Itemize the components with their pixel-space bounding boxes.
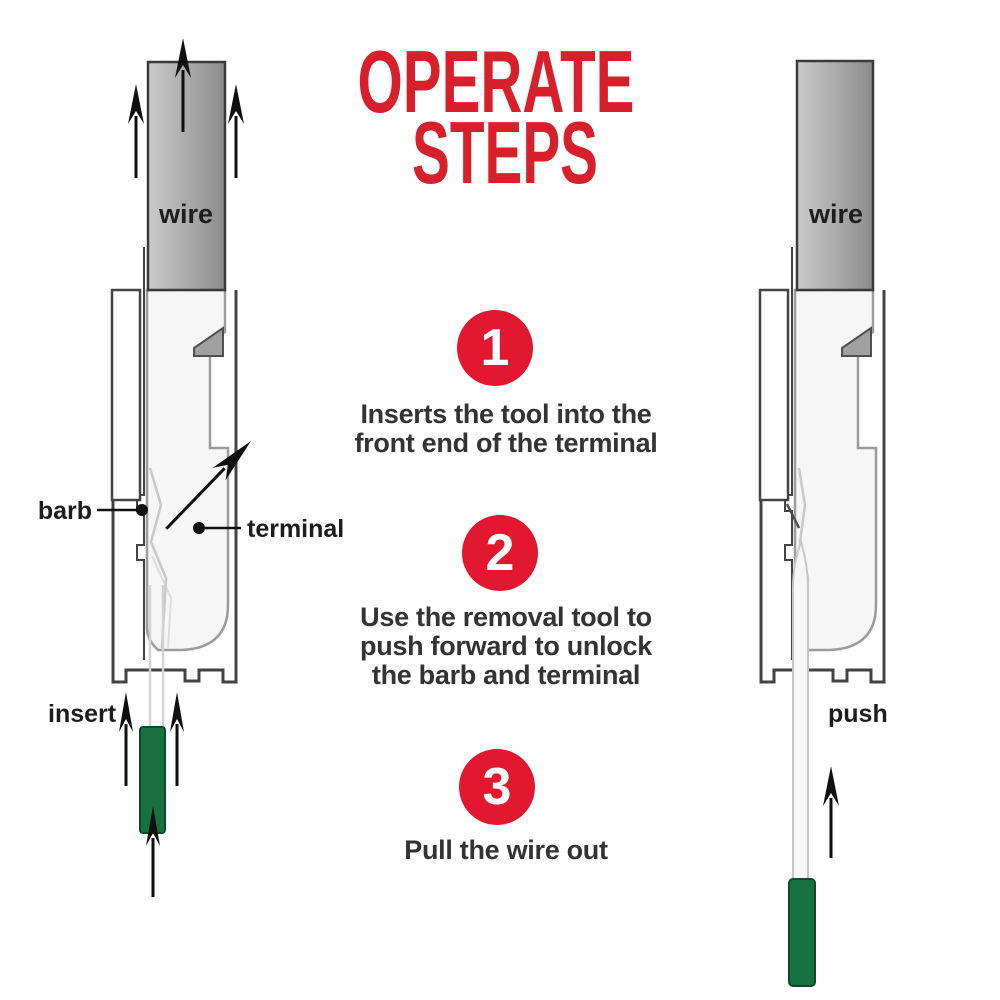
terminal-leader-dot [193,522,205,534]
wire-label: wire [808,199,863,229]
wire-label: wire [158,199,213,229]
push-label: push [828,700,888,728]
step-3-text: Pull the wire out [314,836,698,865]
pull-up-arrows [128,38,244,178]
insert-label: insert [48,700,117,728]
step-3-line-1: Pull the wire out [404,835,608,865]
crimp-wedge [193,326,224,357]
step-2-line-2: push forward to unlock [360,631,652,661]
housing-outline [111,290,238,684]
barb-pushed-tick [785,503,801,529]
crimp-wedge [841,326,872,357]
unlock-direction-arrow [165,441,251,530]
wire-graphic [146,60,227,292]
push-arrow [823,766,839,858]
step-1-line-2: front end of the terminal [354,428,658,458]
step-1-line-1: Inserts the tool into the [360,399,652,429]
step-2-badge: 2 [462,515,538,591]
insert-arrows [119,692,184,897]
wire-graphic [795,59,875,292]
step-1-text: Inserts the tool into the front end of t… [314,400,698,458]
tool-shaft [792,538,809,880]
title-line-1: OPERATE [358,32,635,131]
step-3-number: 3 [482,758,512,816]
step-2-text: Use the removal tool to push forward to … [314,603,698,690]
step-2-line-3: the barb and terminal [371,660,641,690]
terminal-body [145,288,230,652]
barb-label: barb [38,497,92,525]
housing-outer-wall [758,288,790,502]
step-2-number: 2 [485,524,515,582]
terminal-inner-line [151,555,173,649]
tool-prongs [148,585,165,727]
left-terminal-diagram: wire [38,38,344,897]
housing-outer-wall [110,288,142,502]
barb-graphic [148,467,168,649]
step-1-badge: 1 [457,310,533,386]
step-1-number: 1 [480,319,510,377]
page-title: OPERATE STEPS [358,32,635,200]
step-2-line-1: Use the removal tool to [360,602,652,632]
right-terminal-diagram: wire push [758,59,888,987]
title-line-2: STEPS [412,103,598,200]
step-3-badge: 3 [459,749,535,825]
housing-outline [759,290,886,684]
terminal-label: terminal [247,515,344,543]
barb-leader-dot [136,504,148,516]
removal-tool-graphic [788,878,816,987]
